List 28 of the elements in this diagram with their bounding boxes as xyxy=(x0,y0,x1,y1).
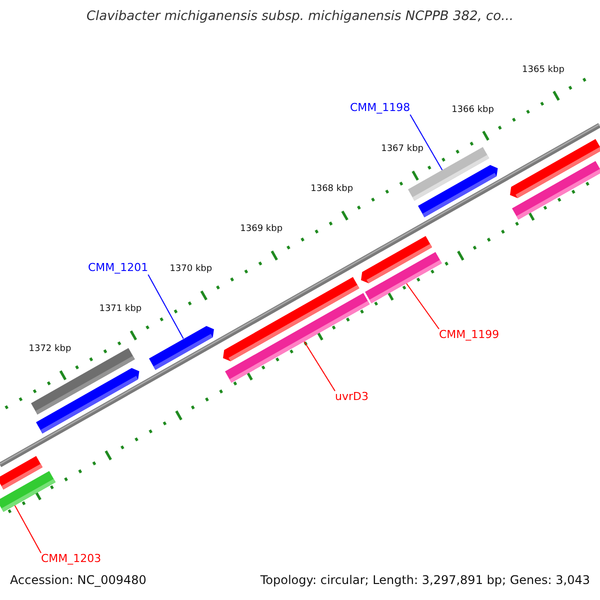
scale-label: 1367 kbp xyxy=(381,144,424,155)
gene-feature-bar xyxy=(36,368,140,434)
leader-line xyxy=(406,283,440,330)
leader-line xyxy=(148,274,184,340)
genome-summary-text: Topology: circular; Length: 3,297,891 bp; Genes: 3,043 xyxy=(260,574,590,588)
gene-feature-bar xyxy=(0,470,56,512)
gene-feature-bar xyxy=(148,326,214,370)
scale-label: 1371 kbp xyxy=(99,304,142,315)
gene-feature-bar xyxy=(512,161,600,220)
gene-feature-bar xyxy=(225,292,370,383)
scale-label: 1365 kbp xyxy=(522,64,564,75)
gene-label: CMM_1203 xyxy=(41,553,102,566)
leader-line xyxy=(304,340,336,392)
gene-label: CMM_1198 xyxy=(350,102,410,115)
scale-label: 1369 kbp xyxy=(240,224,283,235)
scale-label: 1366 kbp xyxy=(452,104,494,115)
gene-label: CMM_1201 xyxy=(88,262,148,275)
gene-feature-bar xyxy=(418,165,498,218)
scale-label: 1370 kbp xyxy=(170,264,212,275)
gene-feature-bar xyxy=(365,252,442,304)
map-title: Clavibacter michiganensis subsp. michiganensis NCPPB 382, co... xyxy=(85,10,515,25)
gene-label: uvrD3 xyxy=(335,391,368,404)
scale-label: 1368 kbp xyxy=(310,184,354,195)
leader-line xyxy=(410,114,443,171)
leader-line xyxy=(14,504,42,554)
scale-label: 1372 kbp xyxy=(28,344,72,354)
gene-label: CMM_1199 xyxy=(439,329,500,342)
accession-text: Accession: NC_009480 xyxy=(10,574,146,588)
